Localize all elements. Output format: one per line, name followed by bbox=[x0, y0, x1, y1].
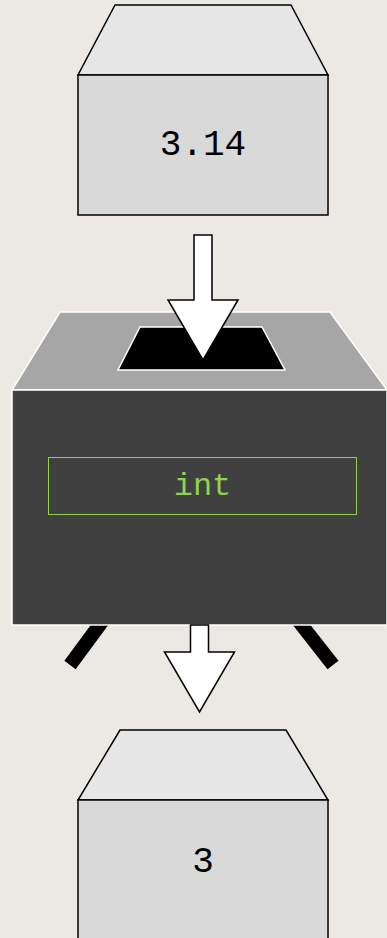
box-lid bbox=[78, 5, 328, 75]
value-box: 3.14 bbox=[78, 5, 328, 215]
value-box: 3 bbox=[78, 730, 328, 938]
function-label: int bbox=[48, 457, 357, 515]
flow-arrow bbox=[165, 625, 235, 712]
value-text: 3.14 bbox=[78, 75, 328, 215]
input-slot bbox=[118, 327, 285, 370]
box-face bbox=[78, 800, 328, 938]
box-outline bbox=[78, 5, 328, 215]
box-outline bbox=[78, 730, 328, 938]
box-face bbox=[78, 75, 328, 215]
box-lid bbox=[78, 730, 328, 800]
value-text: 3 bbox=[78, 800, 328, 924]
machine-face bbox=[12, 390, 387, 625]
converter-machine: int bbox=[12, 312, 387, 625]
flow-arrow bbox=[168, 235, 238, 360]
machine-top bbox=[12, 312, 387, 390]
